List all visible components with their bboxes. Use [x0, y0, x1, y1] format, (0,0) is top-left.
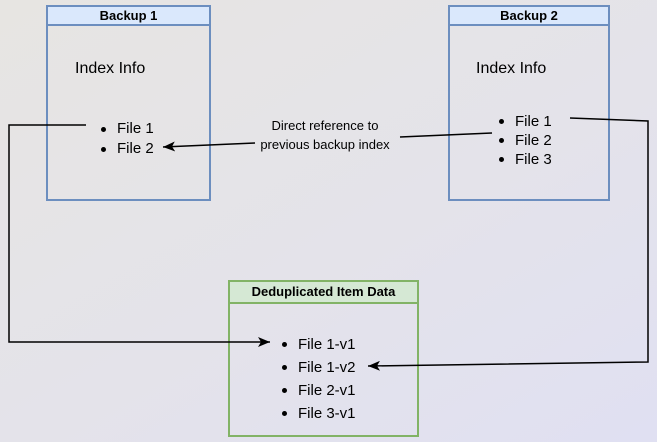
list-item: File 2	[95, 139, 154, 159]
list-item: File 2	[493, 131, 552, 150]
backup1-index-info-label: Index Info	[75, 60, 146, 77]
dedup-node: Deduplicated Item Data File 1-v1 File 1-…	[228, 280, 419, 437]
backup2-title: Backup 2	[450, 7, 608, 26]
backup1-title: Backup 1	[48, 7, 209, 26]
list-item: File 1	[493, 112, 552, 131]
direct-reference-edge-label: Direct reference to previous backup inde…	[260, 118, 390, 152]
backup1-file-list: File 1 File 2	[95, 119, 154, 159]
list-item: File 3	[493, 150, 552, 169]
list-item: File 1	[95, 119, 154, 139]
list-item: File 1-v1	[276, 333, 356, 356]
list-item: File 2-v1	[276, 379, 356, 402]
list-item: File 1-v2	[276, 356, 356, 379]
dedup-title: Deduplicated Item Data	[230, 282, 417, 304]
dedup-item-list: File 1-v1 File 1-v2 File 2-v1 File 3-v1	[276, 333, 356, 425]
backup2-node: Backup 2 Index Info File 1 File 2 File 3	[448, 5, 610, 201]
backup2-file-list: File 1 File 2 File 3	[493, 112, 552, 169]
list-item: File 3-v1	[276, 402, 356, 425]
backup1-node: Backup 1 Index Info File 1 File 2	[46, 5, 211, 201]
backup2-index-info-label: Index Info	[476, 60, 547, 77]
